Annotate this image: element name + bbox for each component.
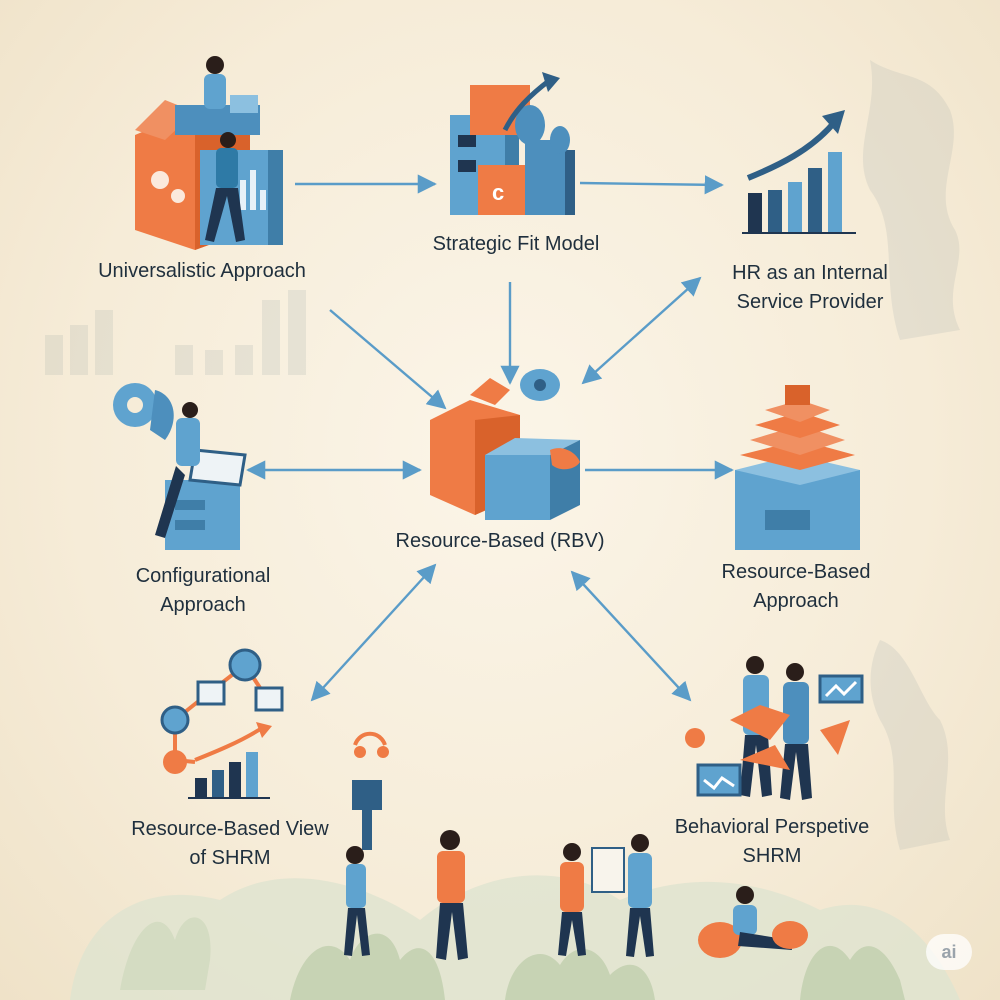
rbv-shrm-network <box>160 648 284 799</box>
resource-based-stack <box>735 385 860 550</box>
arrow-rbv-behavioral <box>570 570 692 702</box>
connector-arrows <box>246 174 734 702</box>
configurational-illustration <box>113 383 247 550</box>
label-resource-based-approach: Resource-Based Approach <box>722 558 871 616</box>
arrow-universalistic-to-rbv <box>329 309 447 410</box>
behavioral-illustration <box>685 656 864 800</box>
ai-watermark-badge: ai <box>926 934 972 970</box>
strategic-fit-illustration: c <box>450 72 575 215</box>
label-universalistic-approach: Universalistic Approach <box>98 260 306 282</box>
label-resource-based-rbv: Resource-Based (RBV) <box>395 530 605 552</box>
label-configurational-approach: Configurational Approach <box>136 562 271 620</box>
label-behavioral-line2: SHRM <box>742 845 802 867</box>
label-hr-internal-service-provider: HR as an Internal Service Provider <box>732 259 888 317</box>
svg-text:c: c <box>492 180 504 205</box>
hr-service-chart <box>742 110 856 234</box>
people-figures <box>344 731 808 960</box>
rbv-center-illustration <box>430 369 580 520</box>
arrow-rbv-shrm <box>310 563 437 702</box>
label-configurational-line1: Configurational <box>135 565 271 587</box>
foliage <box>70 875 960 1000</box>
label-rbv-shrm-line1: Resource-Based View <box>131 818 329 840</box>
label-hr-line1: HR as an Internal <box>732 262 888 284</box>
background-decor <box>45 60 960 850</box>
label-rbv-shrm-line2: of SHRM <box>189 847 271 869</box>
label-configurational-line2: Approach <box>160 594 246 616</box>
label-strategic-fit-model: Strategic Fit Model <box>432 233 600 255</box>
label-rbv-of-shrm: Resource-Based View of SHRM <box>131 815 329 873</box>
label-behavioral-line1: Behavioral Perspetive <box>674 816 870 838</box>
arrow-hr-rbv <box>581 276 702 385</box>
label-behavioral-perspective-shrm: Behavioral Perspetive SHRM <box>675 813 870 871</box>
universalistic-illustration <box>135 56 283 250</box>
label-hr-line2: Service Provider <box>736 291 884 313</box>
label-resource-based-line1: Resource-Based <box>721 561 871 583</box>
label-resource-based-line2: Approach <box>753 590 839 612</box>
arrow-fit-to-hr <box>579 175 724 195</box>
